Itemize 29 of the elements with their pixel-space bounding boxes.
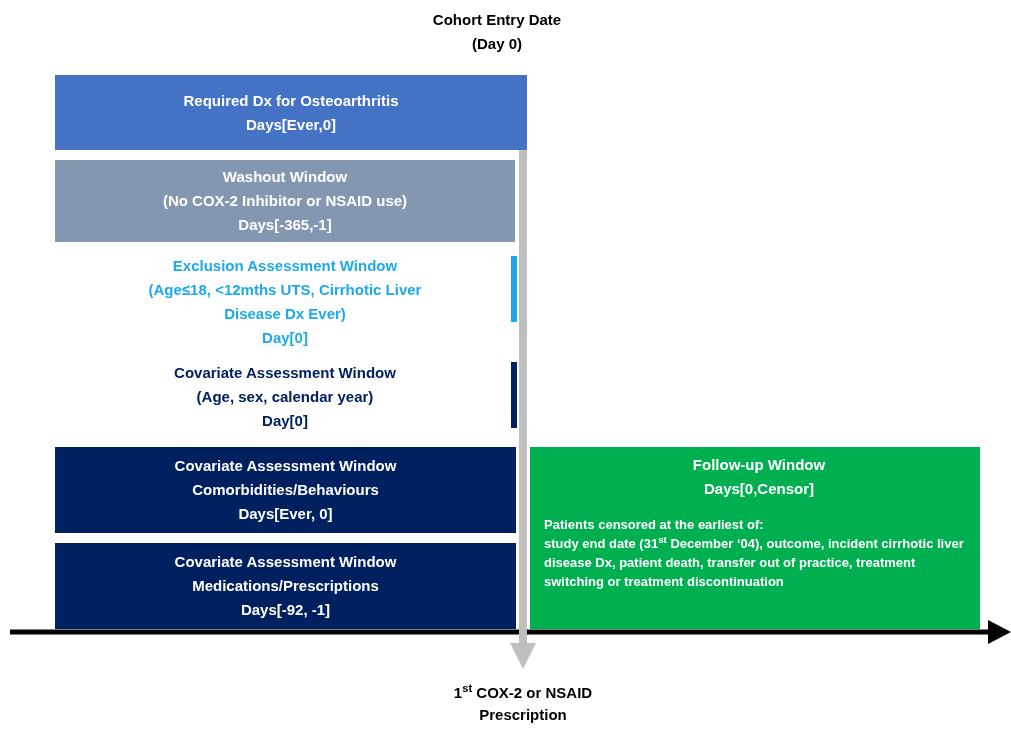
node-text: Day[0]	[261, 328, 309, 348]
node-text: (Age, sex, calendar year)	[195, 387, 375, 407]
node-text: Covariate Assessment Window	[173, 456, 398, 476]
node-text: Days[-365,-1]	[237, 215, 333, 235]
node-text: Exclusion Assessment Window	[171, 256, 399, 276]
node-text: Day[0]	[261, 411, 309, 431]
node-text: Follow-up Window	[691, 455, 827, 475]
node-text: (No COX-2 Inhibitor or NSAID use)	[161, 191, 409, 211]
node-text: Washout Window	[221, 167, 349, 187]
node-text: Medications/Prescriptions	[191, 576, 380, 596]
node-text: (Age≤18, <12mths UTS, Cirrhotic Liver Disease Dx Ever)	[147, 280, 423, 324]
node-text: Required Dx for Osteoarthritis	[182, 90, 400, 111]
process-box	[55, 543, 516, 629]
node-text: Days[-92, -1]	[239, 600, 332, 620]
process-box	[55, 160, 515, 242]
node-text: Patients censored at the earliest of:	[544, 516, 765, 534]
heading-label: Cohort Entry Date (Day 0)	[431, 10, 563, 54]
follow-up-box	[530, 447, 980, 629]
process-box	[55, 447, 516, 533]
node-text: Covariate Assessment Window	[173, 552, 398, 572]
node-text: 1$^{st}$ COX-2 or NSAID Prescription	[452, 682, 594, 725]
node-text: study end date (31$^{st}$ December ‘04), outcome, incident cirrhotic liver disease Dx, patient death, transfer out of practice, treatment switching or treatment discontinuation	[544, 534, 965, 591]
node-text: Covariate Assessment Window	[173, 363, 397, 383]
node-text: Days[Ever,0]	[244, 114, 338, 135]
node-text: Comorbidities/Behaviours	[191, 480, 380, 500]
node-text: Days[Ever, 0]	[237, 504, 334, 524]
node-text: Days[0,Censor]	[702, 479, 815, 499]
arrow	[510, 150, 536, 669]
process-box	[55, 75, 527, 150]
